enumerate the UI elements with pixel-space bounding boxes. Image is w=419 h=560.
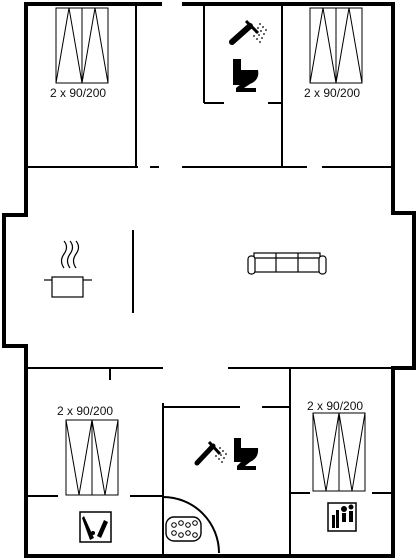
- shower-icon: [229, 19, 267, 45]
- bed-top-right: [309, 7, 363, 84]
- interior-walls: [26, 4, 393, 556]
- bed-bottom-left: [65, 419, 119, 496]
- sofa-icon: [247, 252, 327, 275]
- whirlpool-icon: [165, 516, 202, 542]
- shower-icon: [194, 440, 227, 466]
- bed-label-bottom-right: 2 x 90/200: [307, 399, 364, 413]
- bed-label-bottom-left: 2 x 90/200: [57, 404, 114, 418]
- cooking-pot-icon: [44, 240, 92, 298]
- sauna-icon: [327, 502, 357, 532]
- bed-top-left: [55, 7, 109, 84]
- washing-machine-icon: [79, 511, 112, 543]
- toilet-icon: [233, 59, 259, 92]
- bed-label-top-left: 2 x 90/200: [50, 86, 107, 100]
- bed-label-top-right: 2 x 90/200: [304, 86, 361, 100]
- bed-bottom-right: [312, 412, 366, 492]
- toilet-icon: [234, 438, 259, 470]
